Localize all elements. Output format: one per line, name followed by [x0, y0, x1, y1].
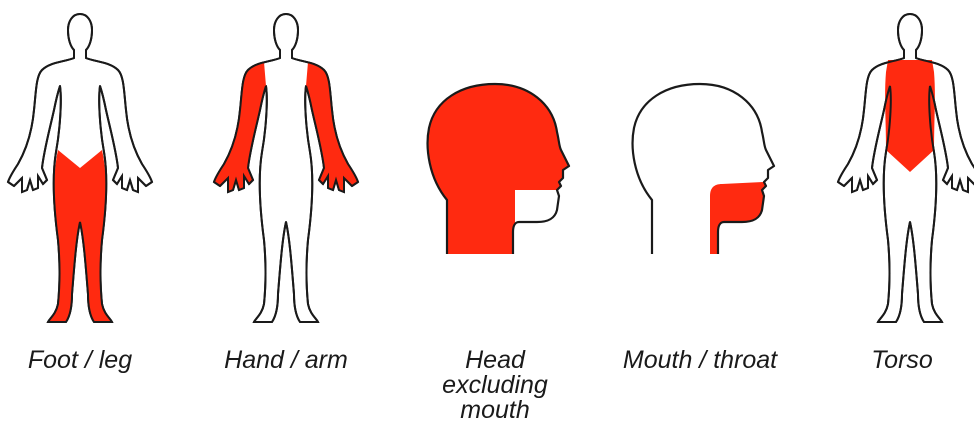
- caption-head-excluding-mouth-text: Head excluding mouth: [410, 348, 580, 423]
- body-figure-torso: [830, 0, 974, 330]
- panel-head-excluding-mouth: Head excluding mouth: [405, 0, 585, 396]
- body-figure-foot-leg: [0, 0, 160, 330]
- caption-hand-arm: Hand / arm: [206, 348, 366, 373]
- panel-torso: Torso: [830, 0, 974, 396]
- caption-torso: Torso: [830, 348, 974, 373]
- caption-foot-leg: Foot / leg: [0, 348, 160, 373]
- head-figure-mouth-throat: [610, 0, 790, 330]
- caption-head-excluding-mouth: Head excluding mouth: [405, 348, 585, 423]
- highlight-left-arm: [214, 62, 266, 192]
- highlight-right-arm: [306, 62, 358, 192]
- panel-mouth-throat: Mouth / throat: [610, 0, 790, 396]
- highlight-torso: [885, 60, 935, 172]
- body-figure-hand-arm: [206, 0, 366, 330]
- panel-hand-arm: Hand / arm: [206, 0, 366, 396]
- caption-mouth-throat: Mouth / throat: [610, 348, 790, 373]
- panel-foot-leg: Foot / leg: [0, 0, 160, 396]
- head-figure-excluding-mouth: [405, 0, 585, 330]
